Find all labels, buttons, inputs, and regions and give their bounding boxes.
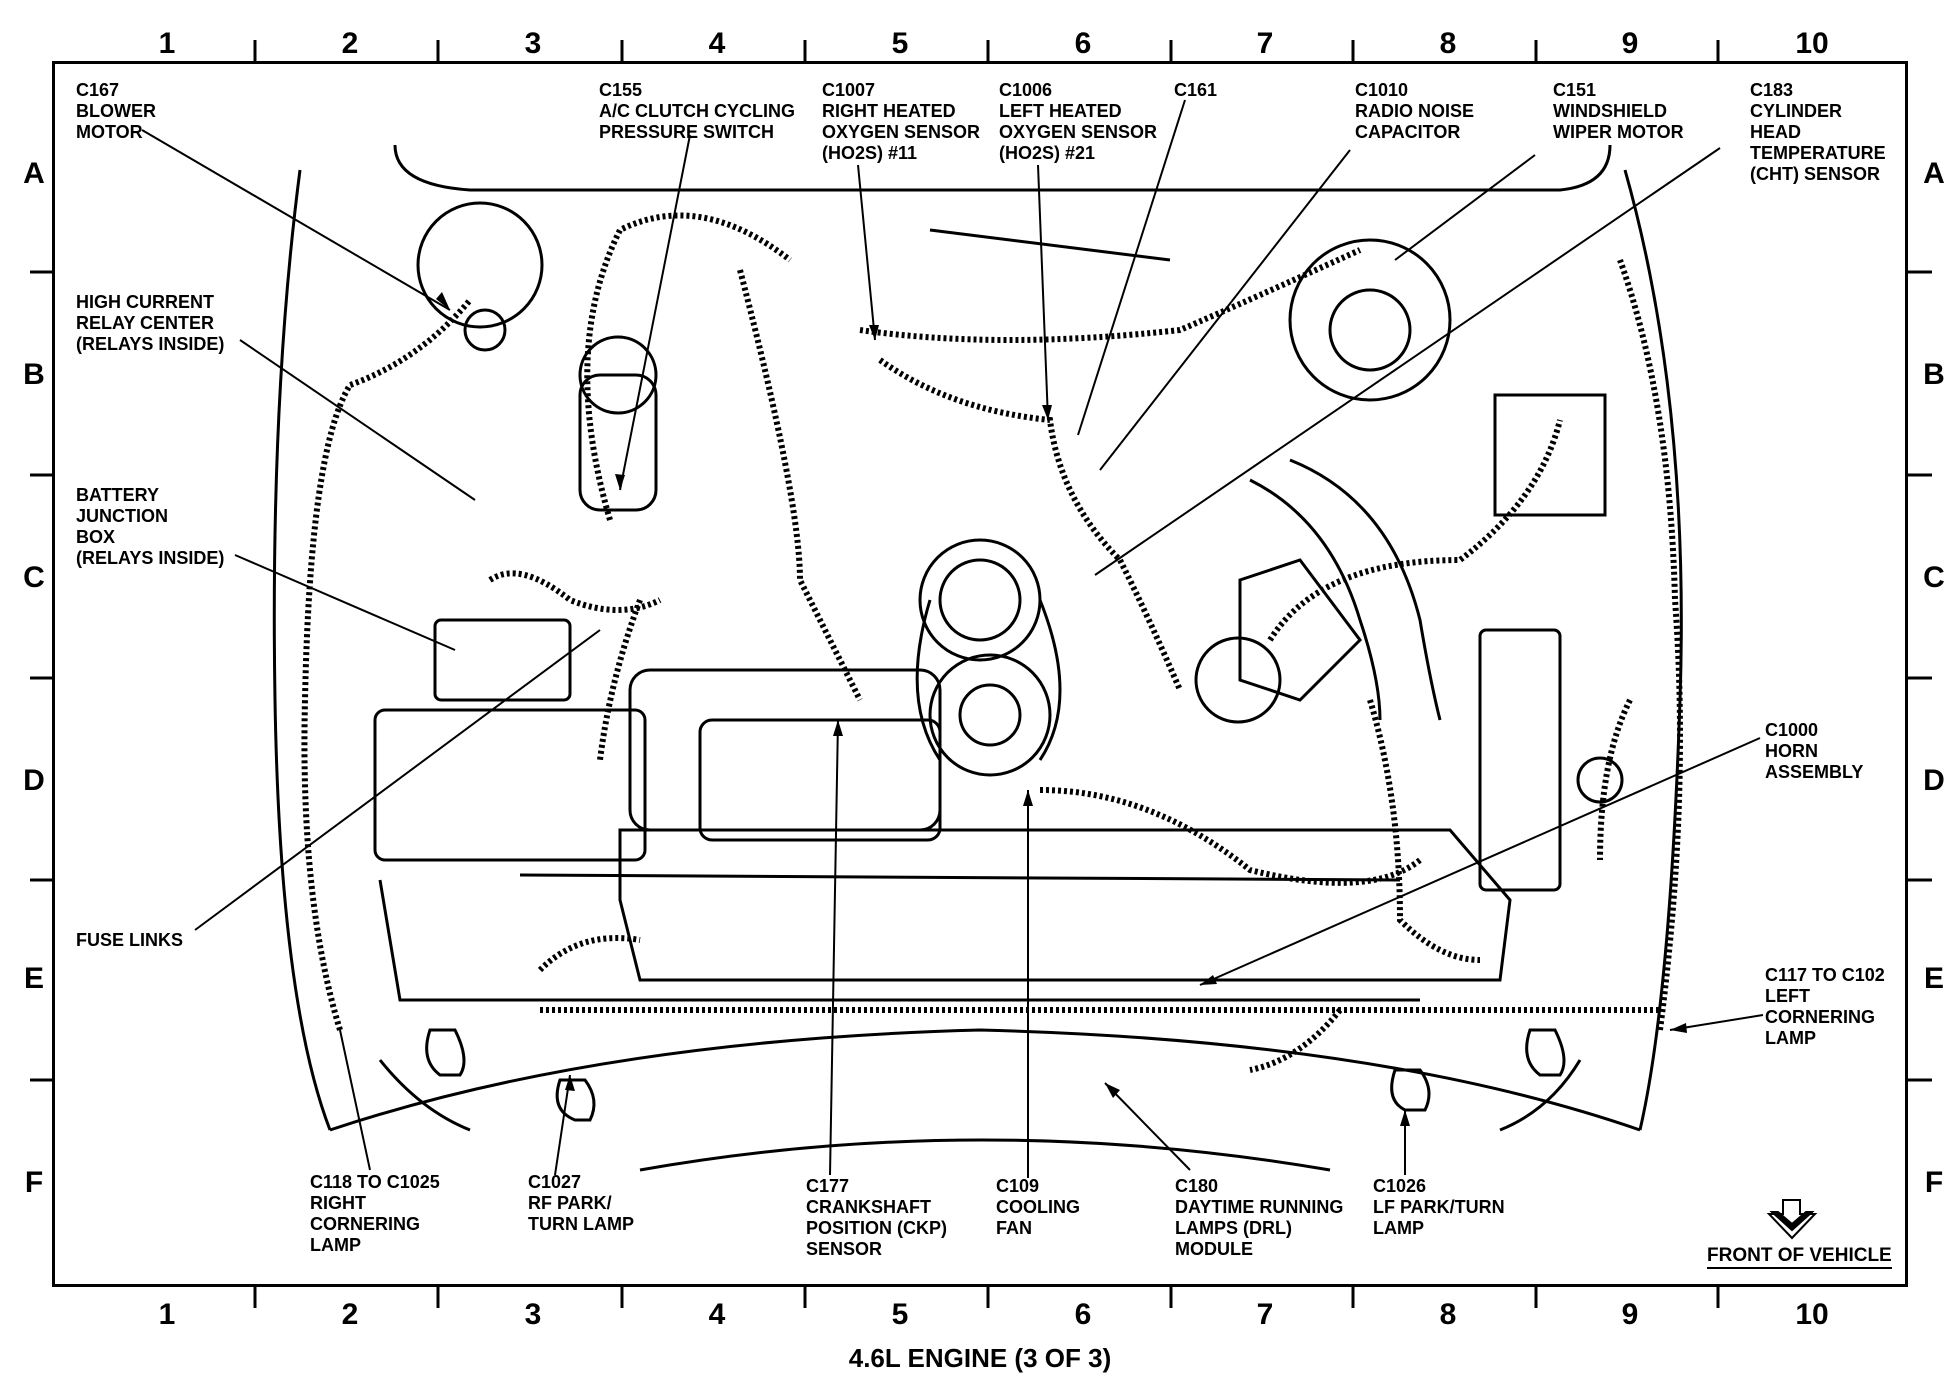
label-c180-drl-module: C180 DAYTIME RUNNING LAMPS (DRL) MODULE: [1175, 1176, 1344, 1259]
row-label-left: D: [23, 764, 45, 797]
column-label-bottom: 5: [891, 1298, 909, 1331]
label-c1010-radio-noise-capacitor: C1010 RADIO NOISE CAPACITOR: [1355, 80, 1475, 142]
label-c118-right-cornering-lamp: C118 TO C1025 RIGHT CORNERING LAMP: [310, 1172, 440, 1255]
column-label-top: 2: [341, 27, 359, 60]
label-c167-blower-motor: C167 BLOWER MOTOR: [76, 80, 156, 142]
column-label-top: 10: [1795, 27, 1829, 60]
column-label-bottom: 3: [524, 1298, 542, 1331]
label-c1027-rf-park-turn-lamp: C1027 RF PARK/ TURN LAMP: [528, 1172, 634, 1234]
row-label-right: C: [1923, 561, 1945, 594]
leader-lines: [141, 99, 1764, 1178]
label-battery-junction-box: BATTERY JUNCTION BOX (RELAYS INSIDE): [76, 485, 225, 568]
label-fuse-links: FUSE LINKS: [76, 930, 184, 950]
row-label-left: B: [23, 358, 45, 391]
grid-ticks: [30, 40, 1932, 1308]
column-label-top: 1: [158, 27, 176, 60]
row-label-left: C: [23, 561, 45, 594]
column-label-bottom: 1: [158, 1298, 176, 1331]
column-label-top: 6: [1074, 27, 1092, 60]
column-label-top: 5: [891, 27, 909, 60]
column-label-top: 3: [524, 27, 542, 60]
label-high-current-relay-center: HIGH CURRENT RELAY CENTER (RELAYS INSIDE…: [76, 292, 225, 354]
label-c1007-right-ho2s: C1007 RIGHT HEATED OXYGEN SENSOR (HO2S) …: [822, 80, 981, 163]
row-label-left: A: [23, 157, 45, 190]
label-c183-cht-sensor: C183 CYLINDER HEAD TEMPERATURE (CHT) SEN…: [1750, 80, 1886, 184]
label-c1000-horn-assembly: C1000 HORN ASSEMBLY: [1765, 720, 1864, 782]
wiring-harness: [301, 212, 1683, 1073]
row-label-right: A: [1923, 157, 1945, 190]
row-label-right: D: [1923, 764, 1945, 797]
column-label-bottom: 8: [1439, 1298, 1457, 1331]
engine-components: [373, 201, 1607, 1002]
row-label-left: F: [24, 1166, 44, 1199]
diagram-caption: 4.6L ENGINE (3 OF 3): [848, 1343, 1112, 1373]
column-label-top: 7: [1256, 27, 1274, 60]
column-label-bottom: 4: [708, 1298, 726, 1331]
label-c155-ac-clutch-switch: C155 A/C CLUTCH CYCLING PRESSURE SWITCH: [599, 80, 795, 142]
column-label-top: 4: [708, 27, 726, 60]
leader-arrows: [436, 292, 1687, 1126]
column-label-bottom: 6: [1074, 1298, 1092, 1331]
column-label-top: 8: [1439, 27, 1457, 60]
diagram-frame: [52, 61, 1908, 1287]
row-label-right: E: [1923, 962, 1944, 995]
label-c1006-left-ho2s: C1006 LEFT HEATED OXYGEN SENSOR (HO2S) #…: [999, 80, 1158, 163]
lamps: [425, 756, 1624, 1122]
row-label-right: B: [1923, 358, 1945, 391]
front-of-vehicle-icon: [1766, 1199, 1818, 1240]
label-c1026-lf-park-turn-lamp: C1026 LF PARK/TURN LAMP: [1373, 1176, 1505, 1238]
column-label-bottom: 7: [1256, 1298, 1274, 1331]
label-c151-wiper-motor: C151 WINDSHIELD WIPER MOTOR: [1553, 80, 1684, 142]
column-label-bottom: 9: [1621, 1298, 1639, 1331]
label-c177-ckp-sensor: C177 CRANKSHAFT POSITION (CKP) SENSOR: [806, 1176, 948, 1259]
label-c109-cooling-fan: C109 COOLING FAN: [996, 1176, 1080, 1238]
column-label-bottom: 10: [1795, 1298, 1829, 1331]
front-of-vehicle-label: FRONT OF VEHICLE: [1707, 1245, 1892, 1269]
row-label-right: F: [1924, 1166, 1944, 1199]
column-label-top: 9: [1621, 27, 1639, 60]
label-c117-left-cornering-lamp: C117 TO C102 LEFT CORNERING LAMP: [1765, 965, 1885, 1048]
label-c161: C161: [1174, 80, 1218, 100]
row-label-left: E: [23, 962, 44, 995]
column-label-bottom: 2: [341, 1298, 359, 1331]
